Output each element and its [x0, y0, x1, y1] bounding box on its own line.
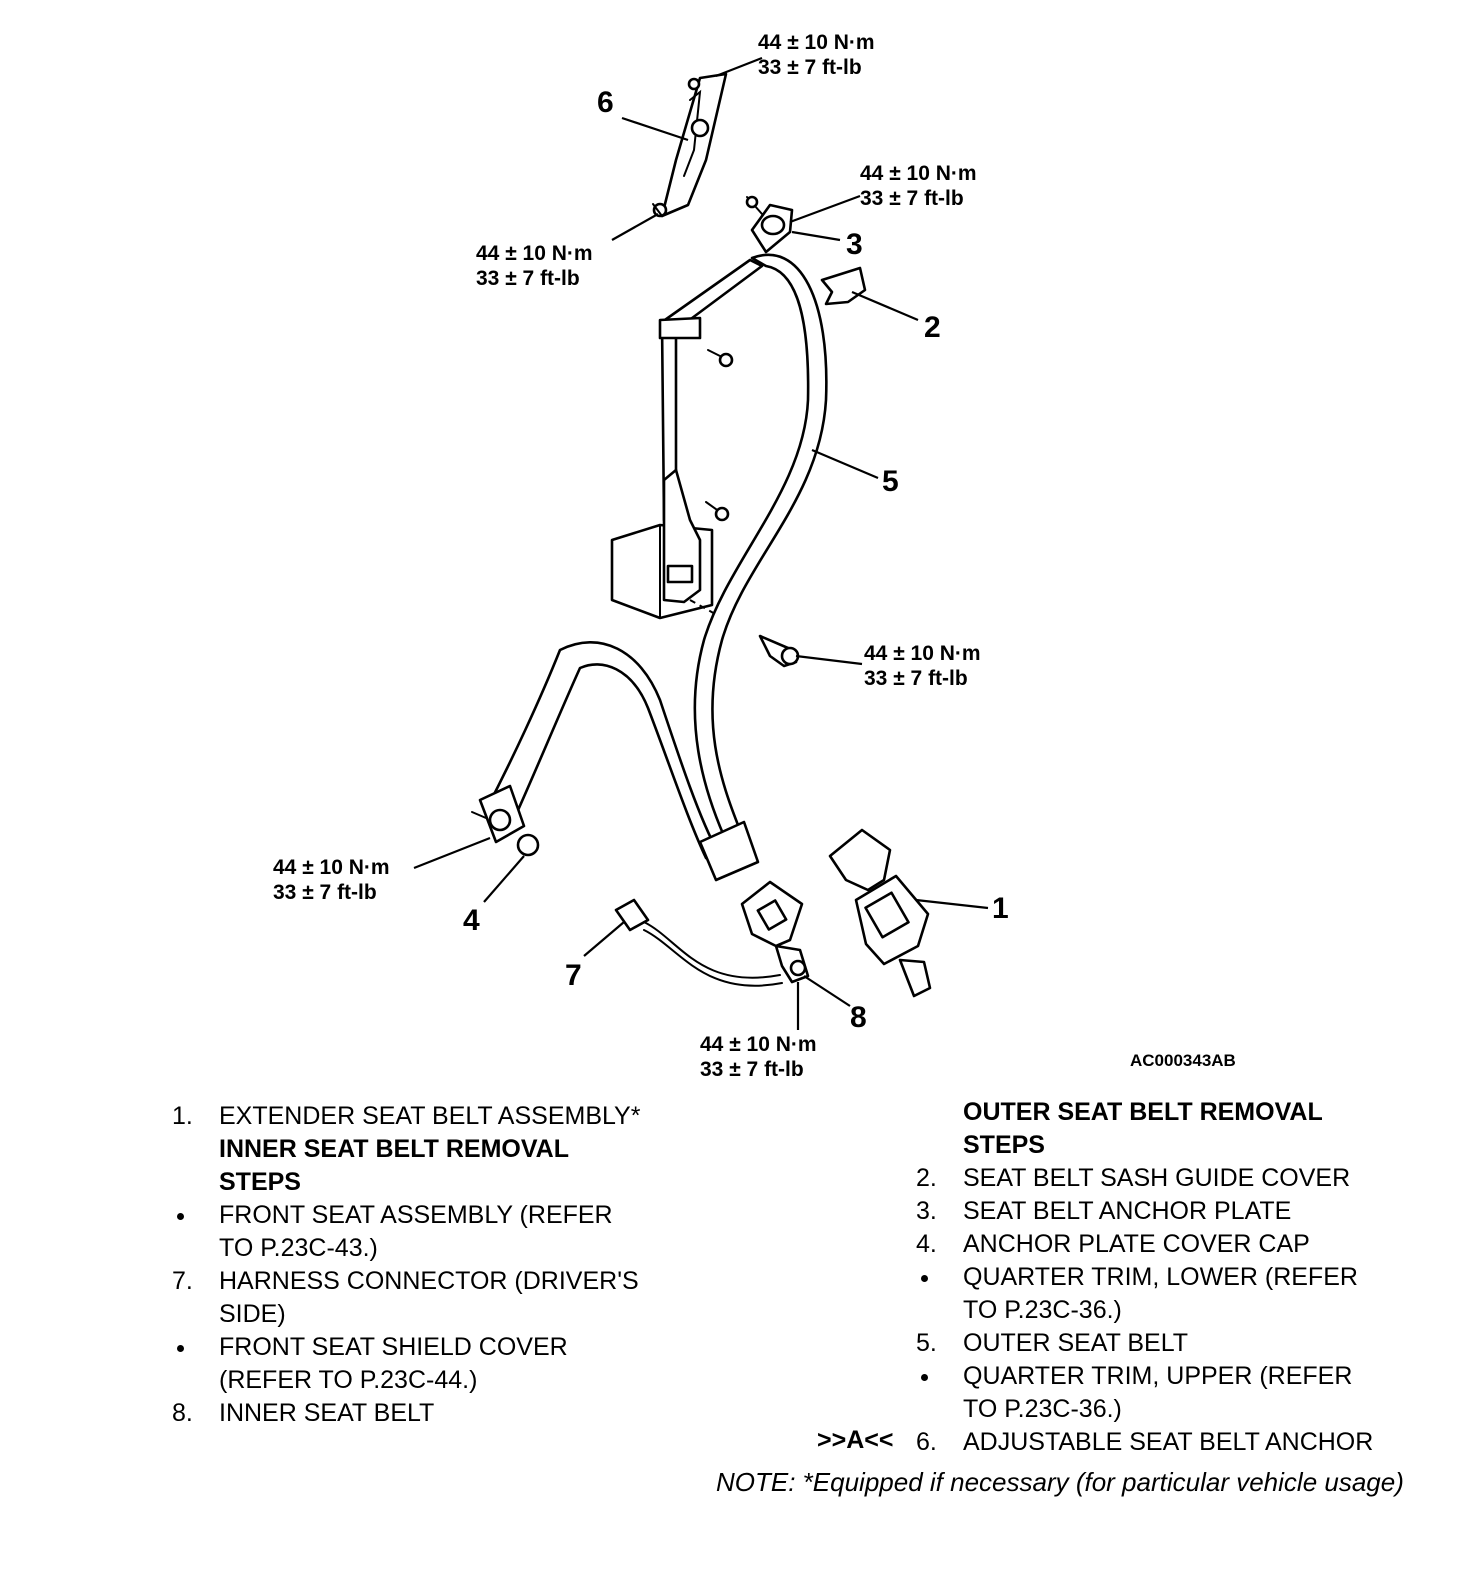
torque-ftlb-label: 33 ± 7 ft-lb	[864, 667, 968, 690]
item-number: 6.	[916, 1428, 937, 1456]
bullet-icon	[921, 1374, 928, 1381]
section-heading: OUTER SEAT BELT REMOVAL STEPS	[963, 1098, 1323, 1159]
item-number: 8.	[172, 1399, 193, 1427]
bullet-icon	[177, 1213, 184, 1220]
lower-anchor-part	[471, 784, 526, 844]
callout-6: 6	[597, 86, 614, 119]
item-number: 1.	[172, 1102, 193, 1130]
list-item: 1. EXTENDER SEAT BELT ASSEMBLY*	[172, 1100, 712, 1133]
outer-seat-belt-part	[693, 253, 828, 838]
list-item: 6. ADJUSTABLE SEAT BELT ANCHOR	[916, 1426, 1436, 1459]
bolt-lower	[758, 634, 800, 668]
item-number: 3.	[916, 1197, 937, 1225]
list-item: FRONT SEAT SHIELD COVER (REFER TO P.23C-…	[172, 1331, 712, 1397]
list-item: 2. SEAT BELT SASH GUIDE COVER	[916, 1162, 1436, 1195]
item-number: 4.	[916, 1230, 937, 1258]
torque-nm-label: 44 ± 10 N·m	[476, 242, 593, 265]
item-number: 5.	[916, 1329, 937, 1357]
note-text: NOTE: *Equipped if necessary (for partic…	[716, 1467, 1404, 1497]
screw-middle	[705, 501, 730, 522]
torque-nm-label: 44 ± 10 N·m	[864, 642, 981, 665]
callout-8: 8	[850, 1001, 867, 1034]
torque-ftlb-label: 33 ± 7 ft-lb	[273, 881, 377, 904]
screw-upper	[707, 349, 734, 368]
torque-nm-label: 44 ± 10 N·m	[758, 31, 875, 54]
torque-ftlb-label: 33 ± 7 ft-lb	[860, 187, 964, 210]
list-item: 7. HARNESS CONNECTOR (DRIVER'S SIDE)	[172, 1267, 639, 1328]
bullet-icon	[921, 1275, 928, 1282]
list-item: 3. SEAT BELT ANCHOR PLATE	[916, 1195, 1436, 1228]
list-item: QUARTER TRIM, LOWER (REFER TO P.23C-36.)	[916, 1261, 1436, 1327]
callout-3: 3	[846, 228, 863, 261]
callout-7: 7	[565, 959, 582, 992]
bullet-icon	[177, 1345, 184, 1352]
operation-code: >>A<<	[817, 1426, 894, 1454]
section-heading: INNER SEAT BELT REMOVAL STEPS	[219, 1135, 569, 1196]
sash-guide-cover-part	[820, 266, 867, 306]
adjustable-anchor-part	[652, 72, 728, 218]
torque-nm-label: 44 ± 10 N·m	[273, 856, 390, 879]
list-item: 4. ANCHOR PLATE COVER CAP	[916, 1228, 1436, 1261]
item-text: EXTENDER SEAT BELT ASSEMBLY*	[219, 1102, 641, 1130]
list-item: FRONT SEAT ASSEMBLY (REFER TO P.23C-43.)	[172, 1199, 712, 1265]
callout-5: 5	[882, 465, 899, 498]
torque-ftlb-label: 33 ± 7 ft-lb	[476, 267, 580, 290]
harness-connector-part	[614, 898, 783, 987]
extender-seat-belt-part	[828, 828, 932, 998]
list-item: 5. OUTER SEAT BELT	[916, 1327, 1436, 1360]
figure-id: AC000343AB	[1130, 1051, 1236, 1070]
inner-removal-steps-list: 1. EXTENDER SEAT BELT ASSEMBLY* INNER SE…	[172, 1100, 712, 1430]
item-number: 7.	[172, 1267, 193, 1295]
outer-removal-steps-list: OUTER SEAT BELT REMOVAL STEPS 2. SEAT BE…	[916, 1096, 1436, 1459]
callout-1: 1	[992, 892, 1009, 925]
torque-ftlb-label: 33 ± 7 ft-lb	[700, 1058, 804, 1081]
callout-2: 2	[924, 311, 941, 344]
torque-ftlb-label: 33 ± 7 ft-lb	[758, 56, 862, 79]
anchor-plate-part	[745, 195, 794, 254]
list-item: 8. INNER SEAT BELT	[172, 1397, 712, 1430]
retractor-box	[610, 468, 727, 621]
item-number: 2.	[916, 1164, 937, 1192]
torque-nm-label: 44 ± 10 N·m	[700, 1033, 817, 1056]
callout-4: 4	[463, 904, 480, 937]
inner-seat-belt-buckle-part	[740, 880, 810, 984]
seat-belt-exploded-diagram: 6 3 2 5 1 4 7 8 44 ± 10 N·m 33 ± 7 ft-lb…	[273, 31, 1236, 1081]
list-item: QUARTER TRIM, UPPER (REFER TO P.23C-36.)	[916, 1360, 1436, 1426]
anchor-plate-cover-cap-part	[516, 833, 540, 857]
torque-nm-label: 44 ± 10 N·m	[860, 162, 977, 185]
